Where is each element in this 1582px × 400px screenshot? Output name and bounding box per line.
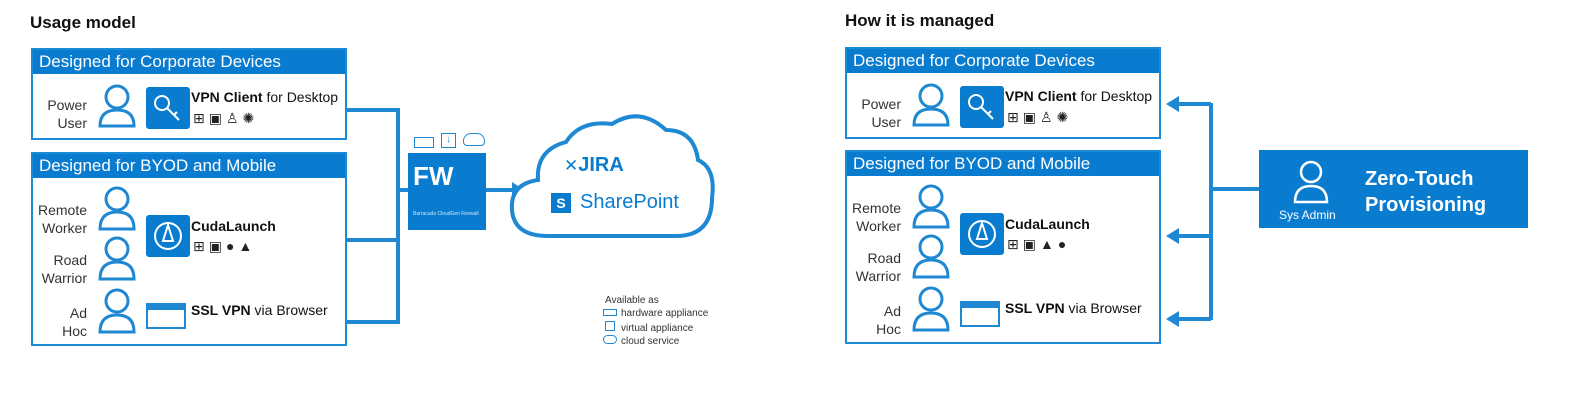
windows-icon: ⊞	[1007, 236, 1023, 252]
cudalaunch-title-managed: CudaLaunch	[1005, 216, 1090, 232]
firewall-box: FW Barracuda CloudGen Firewall	[408, 153, 486, 230]
apple-icon: ●	[225, 238, 239, 254]
other-os-icon: ✺	[242, 110, 259, 126]
legend-hardware: hardware appliance	[603, 308, 708, 319]
legend-virtual: virtual appliance	[605, 321, 693, 334]
macos-finder-icon: ▣	[208, 238, 226, 254]
ssl-vpn-title-managed: SSL VPN via Browser	[1005, 300, 1142, 316]
cudalaunch-app-icon-managed	[960, 213, 1004, 255]
cloud-service-icon	[463, 133, 485, 146]
macos-finder-icon: ▣	[1022, 109, 1040, 125]
windows-icon: ⊞	[193, 110, 209, 126]
cudalaunch-title: CudaLaunch	[191, 218, 276, 234]
android-icon: ▲	[238, 238, 257, 254]
vpn-client-title-managed: VPN Client for Desktop	[1005, 88, 1153, 104]
sharepoint-label: SharePoint	[580, 191, 679, 213]
browser-window-icon	[146, 303, 186, 329]
ssl-vpn-title: SSL VPN via Browser	[191, 302, 328, 318]
linux-tux-icon: ♙	[1039, 109, 1057, 125]
sys-admin-label: Sys Admin	[1279, 208, 1336, 222]
corporate-devices-header-managed: Designed for Corporate Devices	[847, 49, 1159, 73]
mobile-os-icons: ⊞▣●▲	[193, 238, 256, 255]
virtual-appliance-icon: ↓	[441, 133, 456, 148]
browser-window-icon-managed	[960, 301, 1000, 327]
vpn-client-title: VPN Client for Desktop	[191, 89, 339, 105]
apple-icon: ●	[1057, 236, 1071, 252]
byod-mobile-header: Designed for BYOD and Mobile	[33, 154, 345, 178]
desktop-os-icons: ⊞▣♙✺	[193, 110, 258, 127]
hardware-appliance-icon	[414, 137, 434, 148]
vpn-client-key-icon	[146, 87, 190, 129]
android-icon: ▲	[1039, 236, 1058, 252]
windows-icon: ⊞	[1007, 109, 1023, 125]
byod-mobile-header-managed: Designed for BYOD and Mobile	[847, 152, 1159, 176]
firewall-subtitle: Barracuda CloudGen Firewall	[413, 211, 479, 217]
cloud-service-icon	[603, 335, 617, 344]
sys-admin-icon	[1293, 160, 1329, 204]
linux-tux-icon: ♙	[225, 110, 243, 126]
available-as-title: Available as	[605, 295, 659, 306]
cudalaunch-app-icon	[146, 215, 190, 257]
usage-model-heading: Usage model	[30, 13, 136, 32]
how-managed-heading: How it is managed	[845, 11, 995, 30]
corporate-devices-header: Designed for Corporate Devices	[33, 50, 345, 74]
desktop-os-icons-managed: ⊞▣♙✺	[1007, 109, 1072, 126]
sharepoint-logo-icon: S	[551, 193, 571, 213]
hardware-appliance-icon	[603, 309, 617, 316]
firewall-label: FW	[413, 161, 454, 191]
windows-icon: ⊞	[193, 238, 209, 254]
macos-finder-icon: ▣	[208, 110, 226, 126]
vpn-client-key-icon-managed	[960, 86, 1004, 128]
virtual-appliance-icon	[605, 321, 615, 331]
macos-finder-icon: ▣	[1022, 236, 1040, 252]
legend-cloud: cloud service	[603, 335, 679, 347]
mobile-os-icons-managed: ⊞▣▲●	[1007, 236, 1070, 253]
other-os-icon: ✺	[1056, 109, 1073, 125]
jira-logo: ✕JIRA	[564, 154, 624, 176]
